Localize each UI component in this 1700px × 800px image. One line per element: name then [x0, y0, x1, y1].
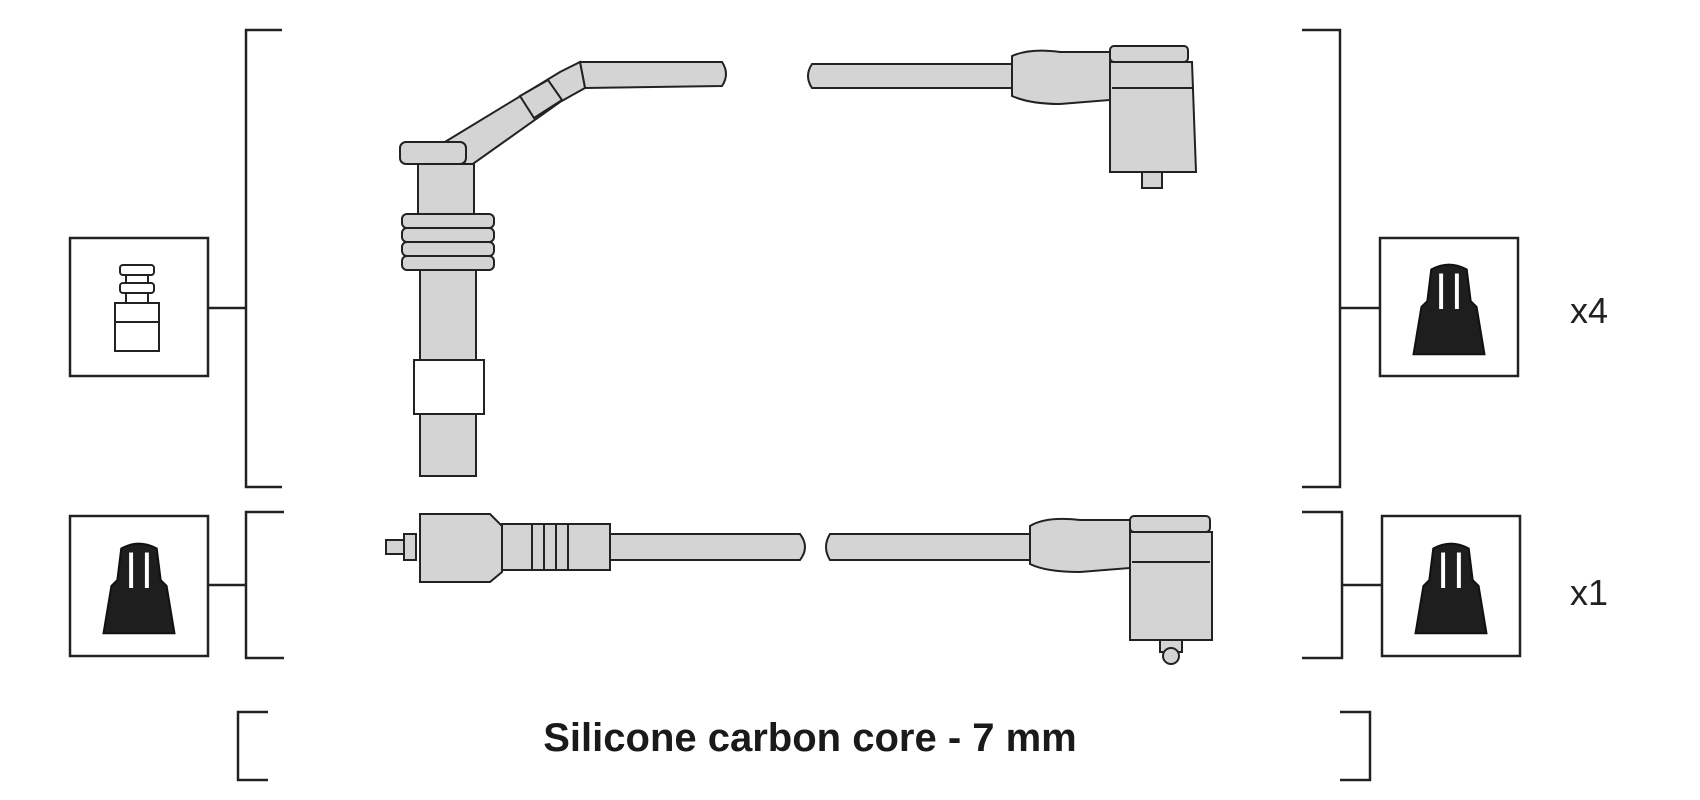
quantity-bottom-label: x1: [1570, 572, 1609, 613]
bracket-top-right: [1302, 28, 1342, 489]
icon-box-top-left: [68, 236, 210, 378]
icon-box-bottom-right: [1380, 514, 1522, 658]
top-cable-coil-end: [807, 45, 1198, 189]
quantity-top-label: x4: [1570, 290, 1609, 331]
top-cable-plug-end: [399, 60, 727, 477]
caption-text: Silicone carbon core - 7 mm: [543, 716, 1077, 760]
icon-box-top-right: [1378, 236, 1520, 378]
spark-plug-terminal-icon: [114, 264, 160, 352]
caption-bracket-left: [236, 710, 268, 782]
bracket-top-left: [244, 28, 282, 489]
caption-bracket-right: [1340, 710, 1372, 782]
bottom-cable-coil-end: [825, 515, 1213, 665]
bracket-bottom-right: [1302, 510, 1344, 660]
icon-box-bottom-left: [68, 514, 210, 658]
bottom-cable-plug-end: [385, 513, 806, 583]
bracket-bottom-left: [244, 510, 284, 660]
